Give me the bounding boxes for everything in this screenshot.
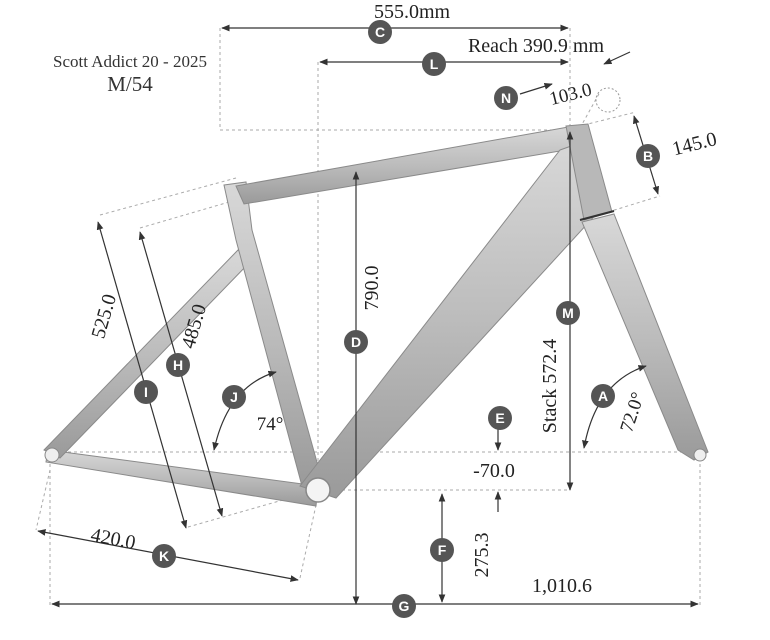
value-E: -70.0 xyxy=(473,460,515,482)
svg-text:F: F xyxy=(438,542,447,558)
dimension-badges: C L N B D M I H J A E F K G xyxy=(134,20,660,618)
model-name: Scott Addict 20 - 2025 xyxy=(53,52,207,71)
value-D: 790.0 xyxy=(361,266,383,311)
badge-D: D xyxy=(344,330,368,354)
value-N: 103.0 xyxy=(547,79,594,110)
value-K: 420.0 xyxy=(89,524,137,554)
value-M: Stack 572.4 xyxy=(539,339,561,433)
rear-dropout xyxy=(44,447,60,463)
front-dropout xyxy=(693,448,707,462)
svg-text:N: N xyxy=(501,90,511,106)
bike-title: Scott Addict 20 - 2025 M/54 xyxy=(30,52,230,96)
dim-line-N xyxy=(519,83,553,95)
badge-C: C xyxy=(368,20,392,44)
value-L: Reach 390.9 mm xyxy=(468,35,605,57)
svg-text:K: K xyxy=(159,548,169,564)
svg-text:J: J xyxy=(230,389,238,405)
badge-M: M xyxy=(556,301,580,325)
value-C: 555.0mm xyxy=(374,1,451,23)
value-I: 525.0 xyxy=(87,292,121,341)
svg-text:L: L xyxy=(430,56,439,72)
guide-lines xyxy=(35,28,701,605)
svg-text:I: I xyxy=(144,384,148,400)
seat-tube xyxy=(223,181,323,487)
svg-text:D: D xyxy=(351,334,361,350)
angle-arc-J xyxy=(212,370,277,451)
badge-F: F xyxy=(430,538,454,562)
dimension-lines xyxy=(37,24,699,608)
badge-I: I xyxy=(134,380,158,404)
value-G: 1,010.6 xyxy=(532,575,592,597)
value-B: 145.0 xyxy=(670,128,719,160)
svg-text:H: H xyxy=(173,357,183,373)
svg-text:B: B xyxy=(643,148,653,164)
value-A: 72.0° xyxy=(616,390,649,435)
svg-text:A: A xyxy=(598,388,608,404)
stem-clamp-outline xyxy=(595,87,621,113)
down-tube xyxy=(299,139,601,499)
svg-text:G: G xyxy=(399,598,410,614)
badge-A: A xyxy=(591,384,615,408)
frame-size: M/54 xyxy=(107,71,153,96)
badge-E: E xyxy=(488,406,512,430)
svg-text:C: C xyxy=(375,24,385,40)
fork xyxy=(581,213,709,461)
svg-text:M: M xyxy=(562,305,574,321)
value-J: 74° xyxy=(257,414,284,435)
badge-K: K xyxy=(152,544,176,568)
chainstay xyxy=(45,449,319,507)
badge-L: L xyxy=(422,52,446,76)
value-F: 275.3 xyxy=(471,533,493,578)
dim-line-N2 xyxy=(603,51,631,65)
bottom-bracket xyxy=(305,477,331,503)
badge-N: N xyxy=(494,86,518,110)
badge-H: H xyxy=(166,353,190,377)
svg-text:E: E xyxy=(495,410,504,426)
badge-J: J xyxy=(222,385,246,409)
seatstay xyxy=(43,249,251,459)
badge-G: G xyxy=(392,594,416,618)
badge-B: B xyxy=(636,144,660,168)
